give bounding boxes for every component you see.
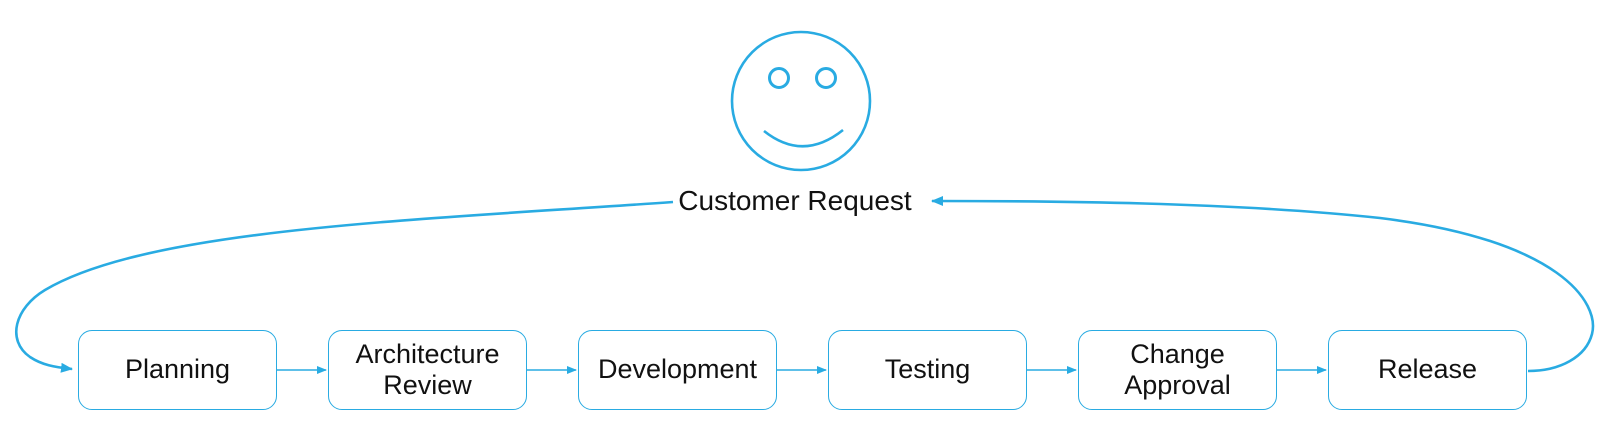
edge-customer-request-to-planning bbox=[14, 200, 674, 373]
step-label-change-approval: Change Approval bbox=[1124, 338, 1231, 400]
step-label-planning: Planning bbox=[124, 354, 231, 385]
smiley-right-eye bbox=[815, 67, 837, 89]
step-label-testing: Testing bbox=[884, 354, 971, 385]
step-box-planning: Planning bbox=[78, 330, 277, 410]
edge-release-to-customer-request bbox=[931, 196, 1595, 373]
step-box-development: Development bbox=[578, 330, 777, 410]
smiley-mouth bbox=[763, 128, 844, 148]
step-label-architecture-review: Architecture Review bbox=[355, 338, 500, 400]
smiley-face-icon bbox=[730, 30, 872, 172]
smiley-head bbox=[730, 30, 872, 172]
step-box-testing: Testing bbox=[828, 330, 1027, 410]
step-label-development: Development bbox=[597, 354, 758, 385]
step-box-release: Release bbox=[1328, 330, 1527, 410]
customer-request-label: Customer Request bbox=[678, 185, 912, 216]
step-label-release: Release bbox=[1377, 354, 1478, 385]
smiley-left-eye bbox=[768, 67, 790, 89]
step-box-change-approval: Change Approval bbox=[1078, 330, 1277, 410]
step-box-architecture-review: Architecture Review bbox=[328, 330, 527, 410]
